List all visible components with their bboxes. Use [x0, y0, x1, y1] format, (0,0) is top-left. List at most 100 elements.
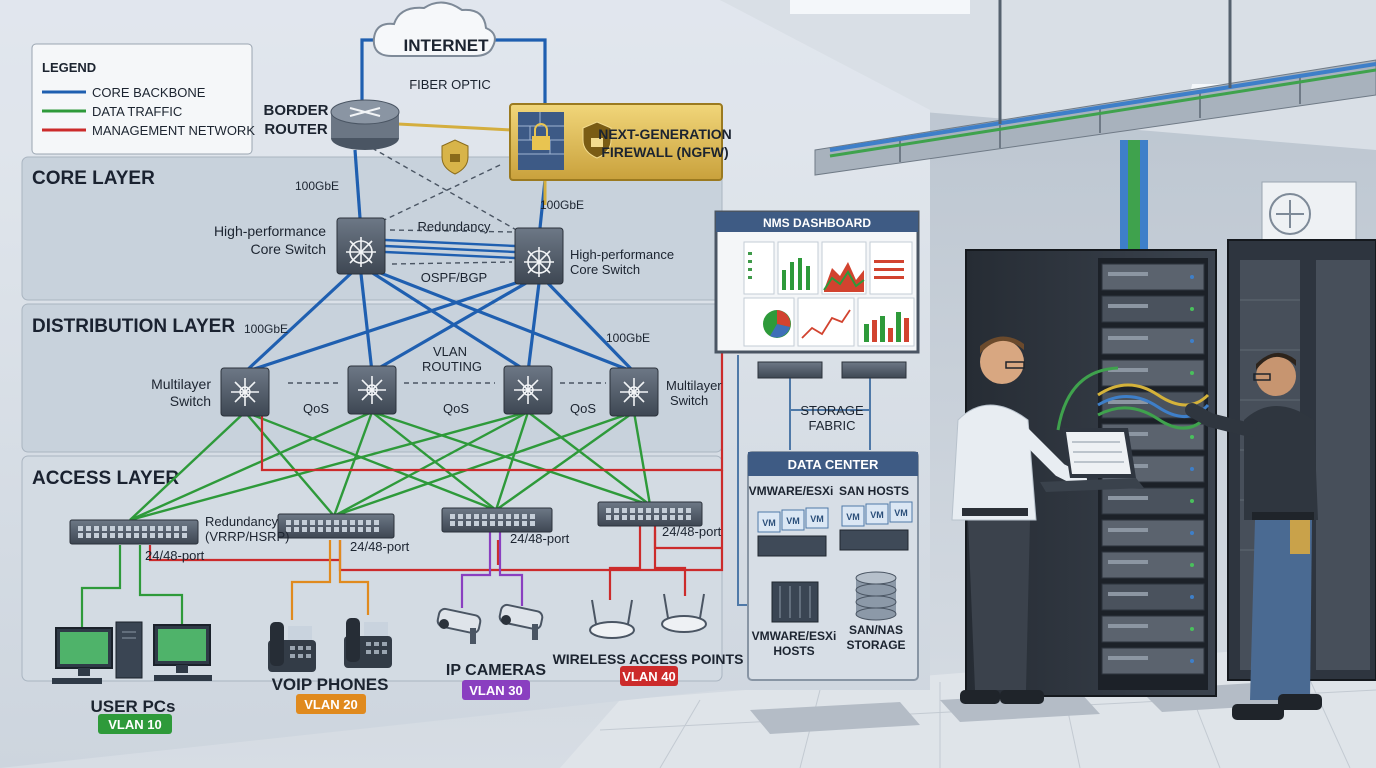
storage-fabric-label-1: STORAGE: [800, 403, 864, 418]
vlan-badge-voip: [296, 694, 366, 714]
endpoint-links: [80, 525, 687, 628]
vm-box-6: VM: [889, 501, 913, 523]
core-switch-right: [514, 227, 564, 285]
legend-item-core: CORE BACKBONE: [92, 85, 206, 100]
ip-cameras: [436, 603, 544, 644]
access-switch-2: [277, 513, 395, 539]
legend-item-data: DATA TRAFFIC: [92, 104, 182, 119]
nms-dashboard: NMS DASHBOARD: [714, 210, 920, 354]
vm-label: VM: [786, 516, 800, 526]
ngfw-label-1: NEXT-GENERATION: [598, 126, 732, 142]
core-interlink: [384, 238, 516, 260]
storage-fabric-switches: [757, 361, 907, 379]
patch-cables: [1056, 366, 1210, 431]
dist-right-label-2: Switch: [670, 393, 708, 408]
rack-unit: [1101, 295, 1205, 323]
internet-cloud: INTERNET: [372, 1, 496, 57]
dc-left-header: VMWARE/ESXi: [749, 484, 834, 498]
switch-arrows-icon: [231, 378, 259, 406]
pc-tower-icon: [115, 621, 143, 679]
rack-unit: [1101, 263, 1205, 291]
monitor-icon: [52, 627, 113, 684]
dc-hosts-label-2: HOSTS: [773, 644, 814, 658]
access-point-icon-2: [661, 593, 707, 633]
rack-unit: [1101, 519, 1205, 547]
switch-arrows-icon: [358, 376, 386, 404]
access-switch-3: [441, 507, 553, 533]
dist-left-label-1: Multilayer: [151, 376, 211, 392]
core-redundancy-label: Redundancy: [418, 219, 491, 234]
core-switch-left-icon: [346, 237, 376, 267]
dashed-links: [288, 147, 606, 384]
access-switch-1: [69, 519, 199, 545]
rack-units: [1101, 263, 1205, 675]
multilayer-switch-3: [503, 365, 553, 415]
access-switches: [69, 501, 703, 545]
core-switch-right-icon: [524, 247, 554, 277]
qos-label-3: QoS: [570, 401, 596, 416]
dist-link-left: 100GbE: [244, 322, 288, 336]
data-center-title: DATA CENTER: [788, 457, 879, 472]
vlan-badge-wap: [620, 666, 678, 686]
access-point-icon: [589, 599, 635, 639]
core-layer-title: CORE LAYER: [32, 168, 155, 189]
vlan-label-pcs: VLAN 10: [108, 717, 161, 732]
border-router-label-1: BORDER: [263, 102, 328, 119]
endpoint-label-voip: VOIP PHONES: [272, 675, 389, 694]
core-switch-right-label-2: Core Switch: [570, 262, 640, 277]
vm-box-3: VM: [805, 507, 829, 529]
rack-unit: [1101, 327, 1205, 355]
server-chassis-icon: [771, 581, 819, 623]
vm-box-5: VM: [865, 503, 889, 525]
camera-icon: [436, 607, 482, 644]
gold-links: [397, 122, 547, 205]
core-routing-label: OSPF/BGP: [421, 270, 487, 285]
endpoint-label-wap: WIRELESS ACCESS POINTS: [553, 651, 744, 667]
storage-cylinder-icon: [855, 571, 897, 621]
dc-san-label-2: STORAGE: [846, 638, 905, 652]
monitor-icon-2: [153, 624, 212, 681]
core-uplink-right: 100GbE: [540, 198, 584, 212]
user-pcs: [52, 621, 212, 684]
technician-right: [1185, 352, 1322, 720]
dc-right-header: SAN HOSTS: [839, 484, 909, 498]
data-traffic-links: [129, 410, 652, 522]
desk-phone-icon: [268, 622, 316, 672]
ngfw: NEXT-GENERATION FIREWALL (NGFW): [509, 103, 732, 181]
storage-fabric-label-2: FABRIC: [809, 418, 856, 433]
dc-san-label-1: SAN/NAS: [849, 623, 903, 637]
shield-lock-icon: [582, 121, 612, 159]
firewall-brick-icon: [518, 112, 564, 170]
cable-tray: [814, 0, 1376, 176]
qos-label-1: QoS: [303, 401, 329, 416]
endpoint-label-pcs: USER PCs: [90, 697, 175, 716]
border-router: [330, 99, 400, 150]
vlan-badge-cameras: [462, 680, 530, 700]
access-layer-title: ACCESS LAYER: [32, 468, 179, 489]
vlan-badge-pcs: [98, 714, 172, 734]
multilayer-switch-4: [609, 367, 659, 417]
access-port-label-1: 24/48-port: [145, 548, 205, 563]
border-router-label-2: ROUTER: [264, 121, 328, 138]
rack-unit: [1101, 583, 1205, 611]
router-arrows-icon: [349, 107, 381, 117]
laptop: [1040, 428, 1144, 492]
switch-arrows-icon: [514, 376, 542, 404]
technician-left: [951, 336, 1087, 704]
dist-left-label-2: Switch: [170, 393, 211, 409]
nms-title: NMS DASHBOARD: [763, 216, 871, 230]
legend-item-mgmt: MANAGEMENT NETWORK: [92, 123, 255, 138]
qos-label-2: QoS: [443, 401, 469, 416]
dc-hosts: [757, 529, 909, 623]
vm-label: VM: [894, 508, 908, 518]
vm-label: VM: [870, 510, 884, 520]
multilayer-switch-1: [220, 367, 270, 417]
vm-label: VM: [810, 514, 824, 524]
core-switch-left-label-1: High-performance: [214, 223, 326, 239]
cable-drop: [1120, 140, 1148, 250]
vm-box-1: VM: [757, 511, 781, 533]
vlan-label-wap: VLAN 40: [622, 669, 675, 684]
